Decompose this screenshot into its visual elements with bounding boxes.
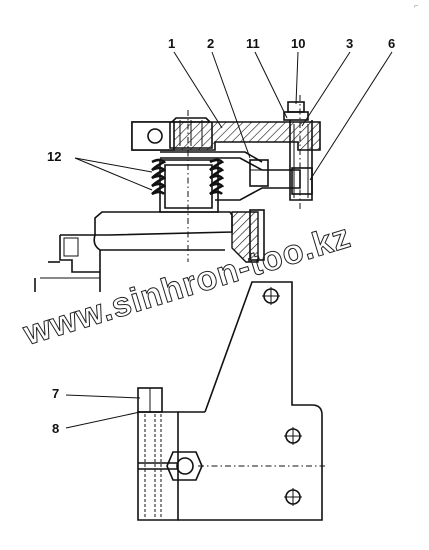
upper-assembly: [34, 95, 321, 292]
spring-right: [209, 158, 225, 196]
label-7: 7: [52, 386, 59, 401]
mounting-bracket: [178, 281, 325, 521]
label-11: 11: [246, 36, 260, 51]
watermark: www.sinhron-too.kz: [18, 217, 355, 353]
label-6: 6: [388, 36, 395, 51]
clamp-block: [137, 387, 203, 521]
label-2: 2: [207, 36, 214, 51]
bolt-stack: [283, 95, 313, 210]
label-8: 8: [52, 421, 59, 436]
label-3: 3: [346, 36, 353, 51]
label-10: 10: [291, 36, 305, 51]
label-12: 12: [47, 149, 61, 164]
spring-left: [151, 158, 167, 196]
leader-lines: [65, 51, 393, 429]
corner-mark: ⌐: [414, 3, 418, 10]
label-1: 1: [168, 36, 175, 51]
